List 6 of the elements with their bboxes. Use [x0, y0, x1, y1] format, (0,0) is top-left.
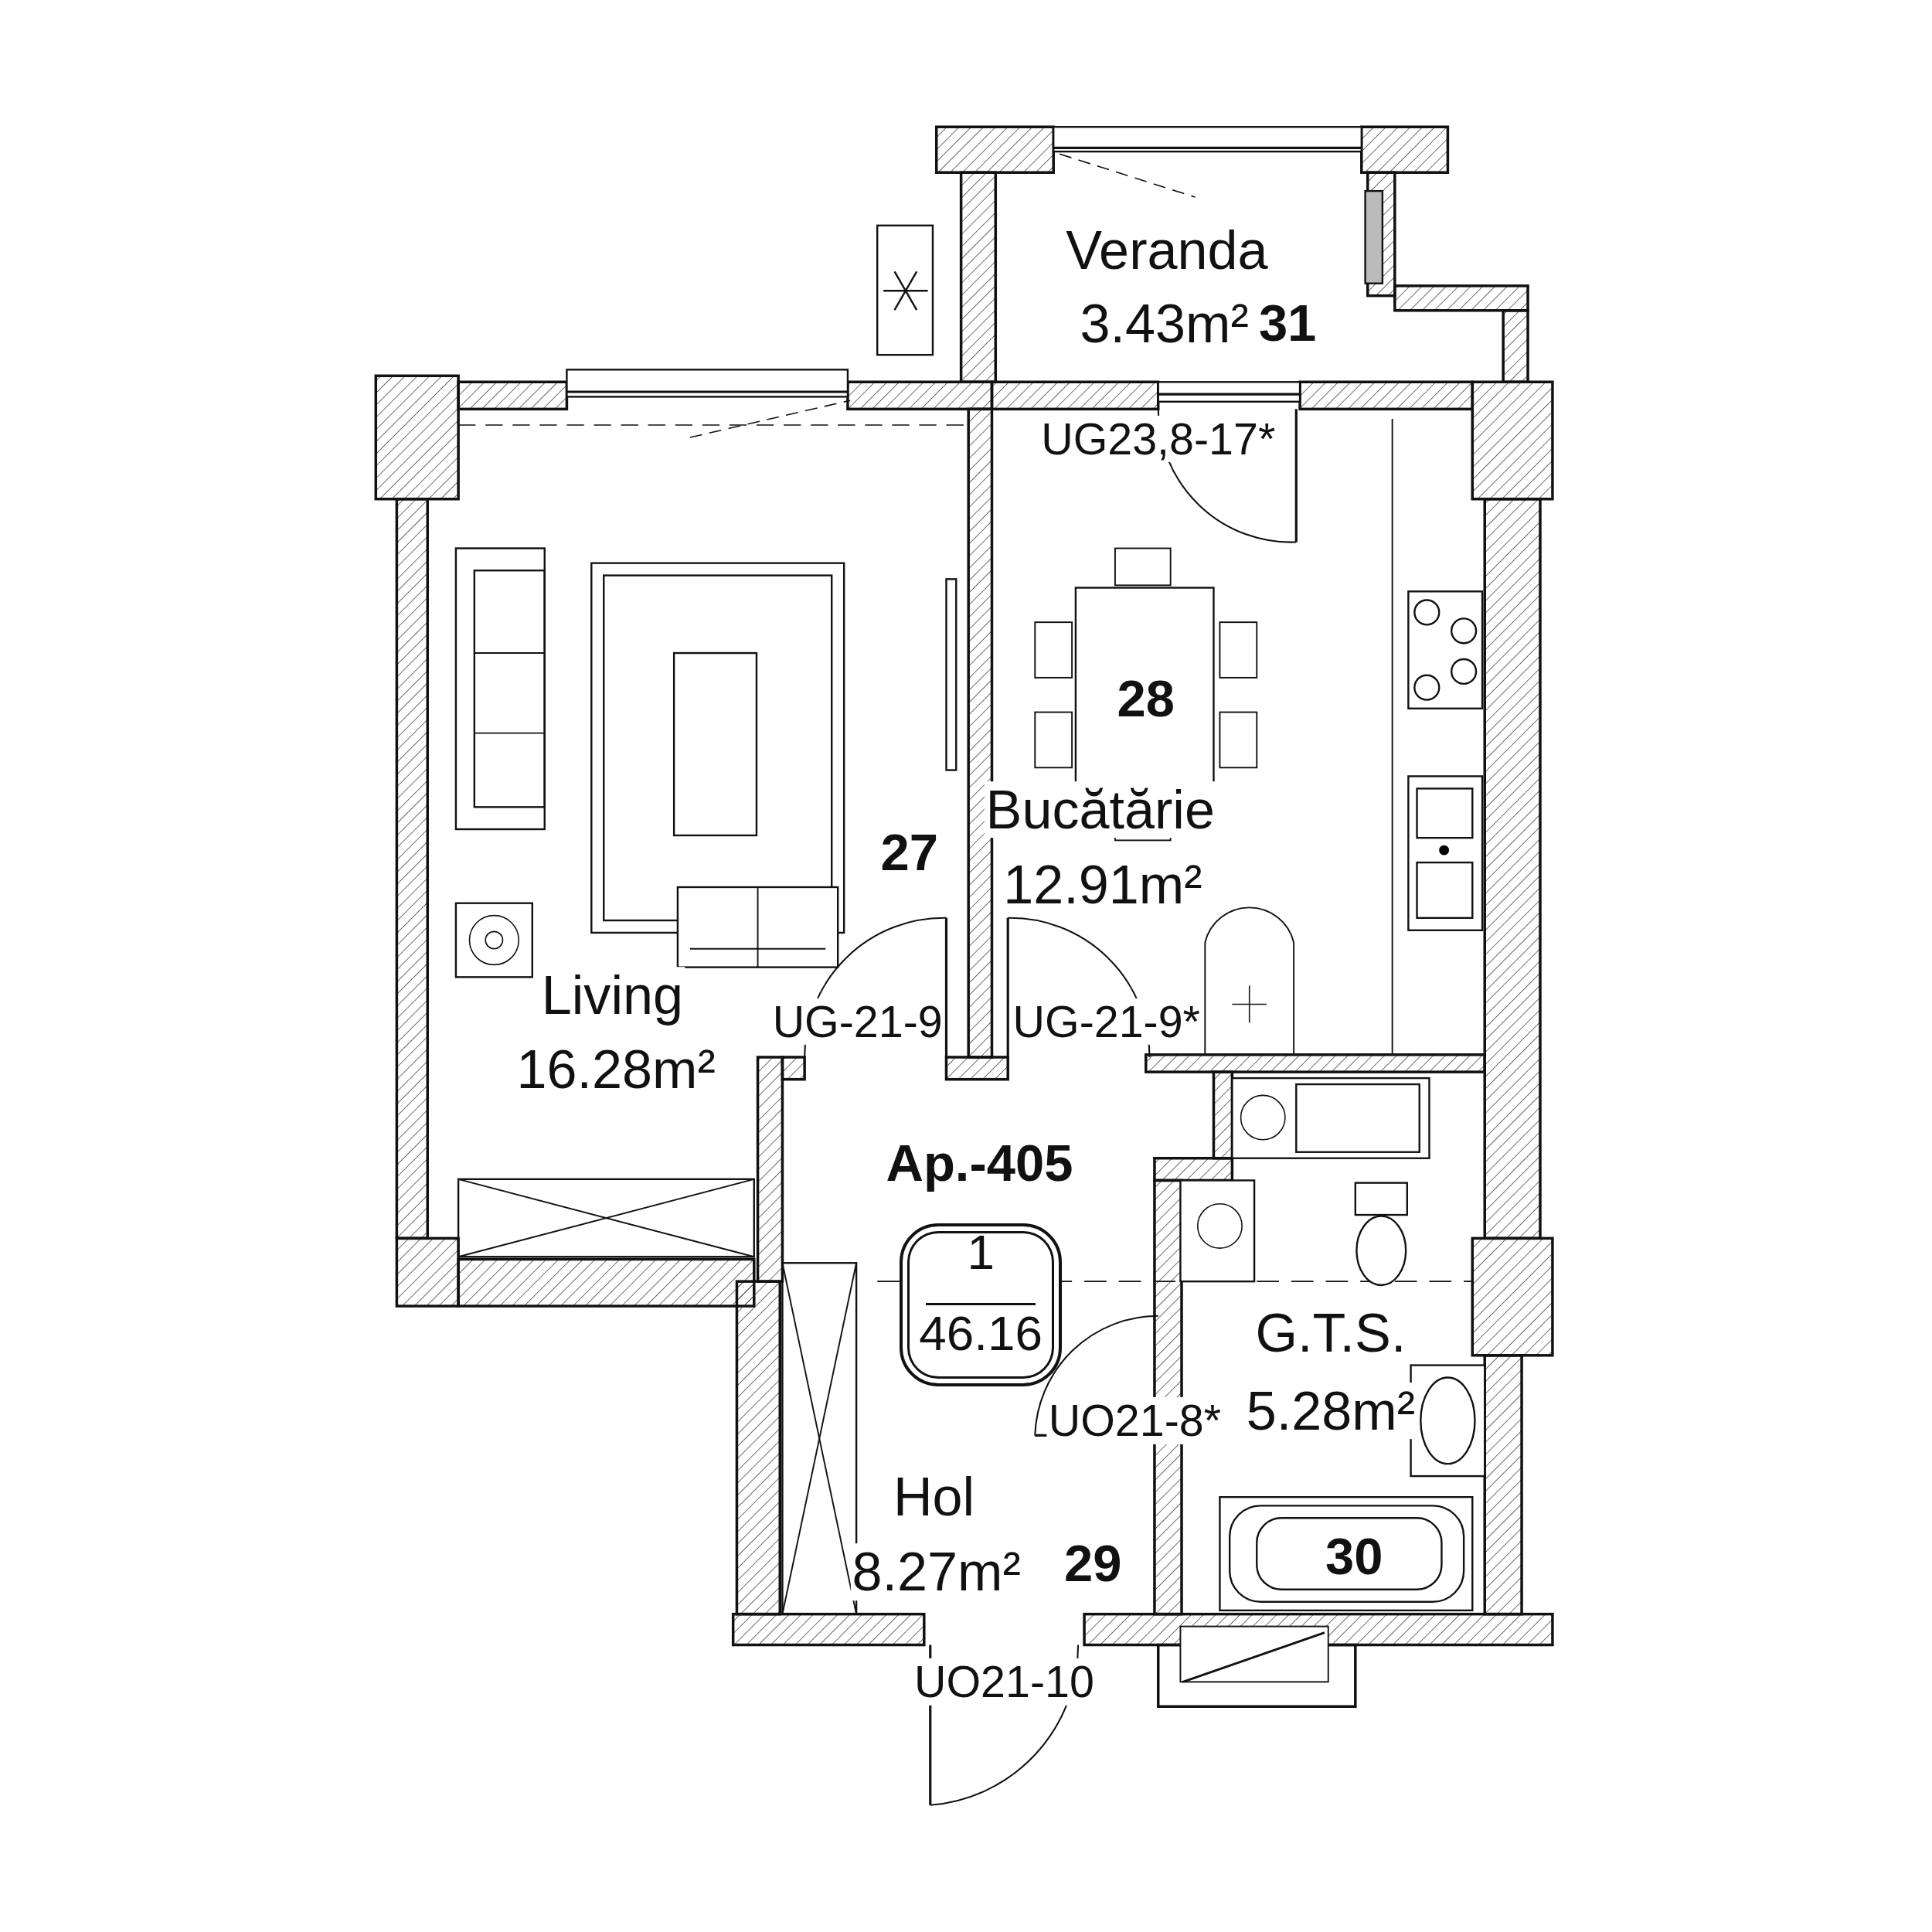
room-label: 8.27m² [850, 1543, 1022, 1601]
room-label: Bucătărie [984, 781, 1216, 838]
room-label: UO21-8* [1046, 1397, 1223, 1444]
apartment-number: 1 [966, 1224, 995, 1277]
area-value: 46.16 [918, 1306, 1043, 1359]
area-badge [899, 1223, 1063, 1386]
